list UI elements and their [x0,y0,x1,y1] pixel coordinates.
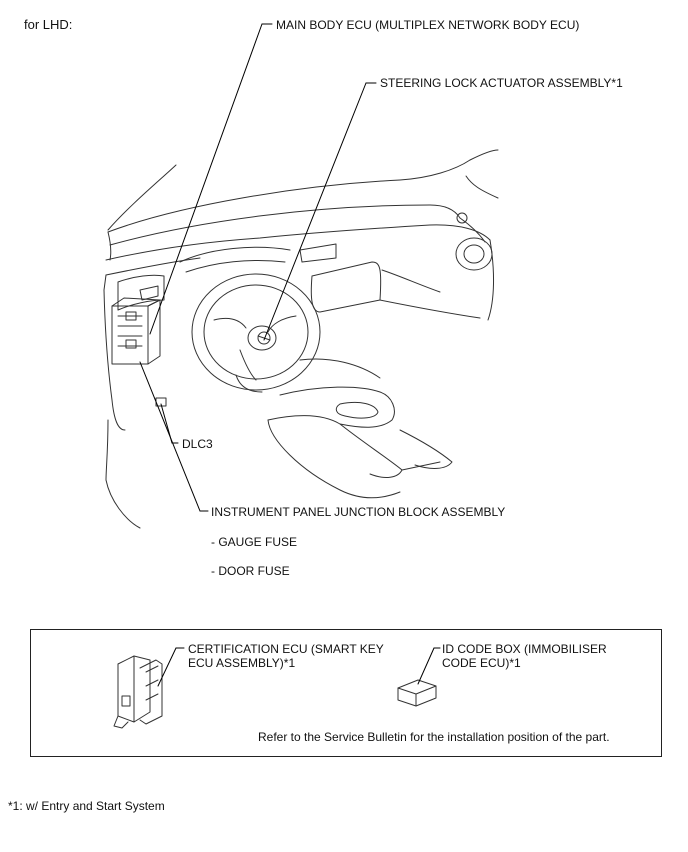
main-body-ecu-label: MAIN BODY ECU (MULTIPLEX NETWORK BODY EC… [276,18,580,32]
certification-ecu-label-line2: ECU ASSEMBLY)*1 [188,656,296,670]
id-code-box-label-line1: ID CODE BOX (IMMOBILISER [442,642,607,656]
footnote: *1: w/ Entry and Start System [8,799,165,813]
certification-ecu-label-line1: CERTIFICATION ECU (SMART KEY [188,642,384,656]
inset-box [30,629,662,757]
junction-block-label: INSTRUMENT PANEL JUNCTION BLOCK ASSEMBLY [211,505,506,519]
dlc3-label: DLC3 [182,437,213,451]
id-code-box-label-line2: CODE ECU)*1 [442,656,521,670]
variant-label: for LHD: [24,17,73,32]
door-fuse-label: - DOOR FUSE [211,564,290,578]
service-bulletin-note: Refer to the Service Bulletin for the in… [258,730,610,744]
steering-lock-label: STEERING LOCK ACTUATOR ASSEMBLY*1 [380,76,623,90]
gauge-fuse-label: - GAUGE FUSE [211,535,298,549]
